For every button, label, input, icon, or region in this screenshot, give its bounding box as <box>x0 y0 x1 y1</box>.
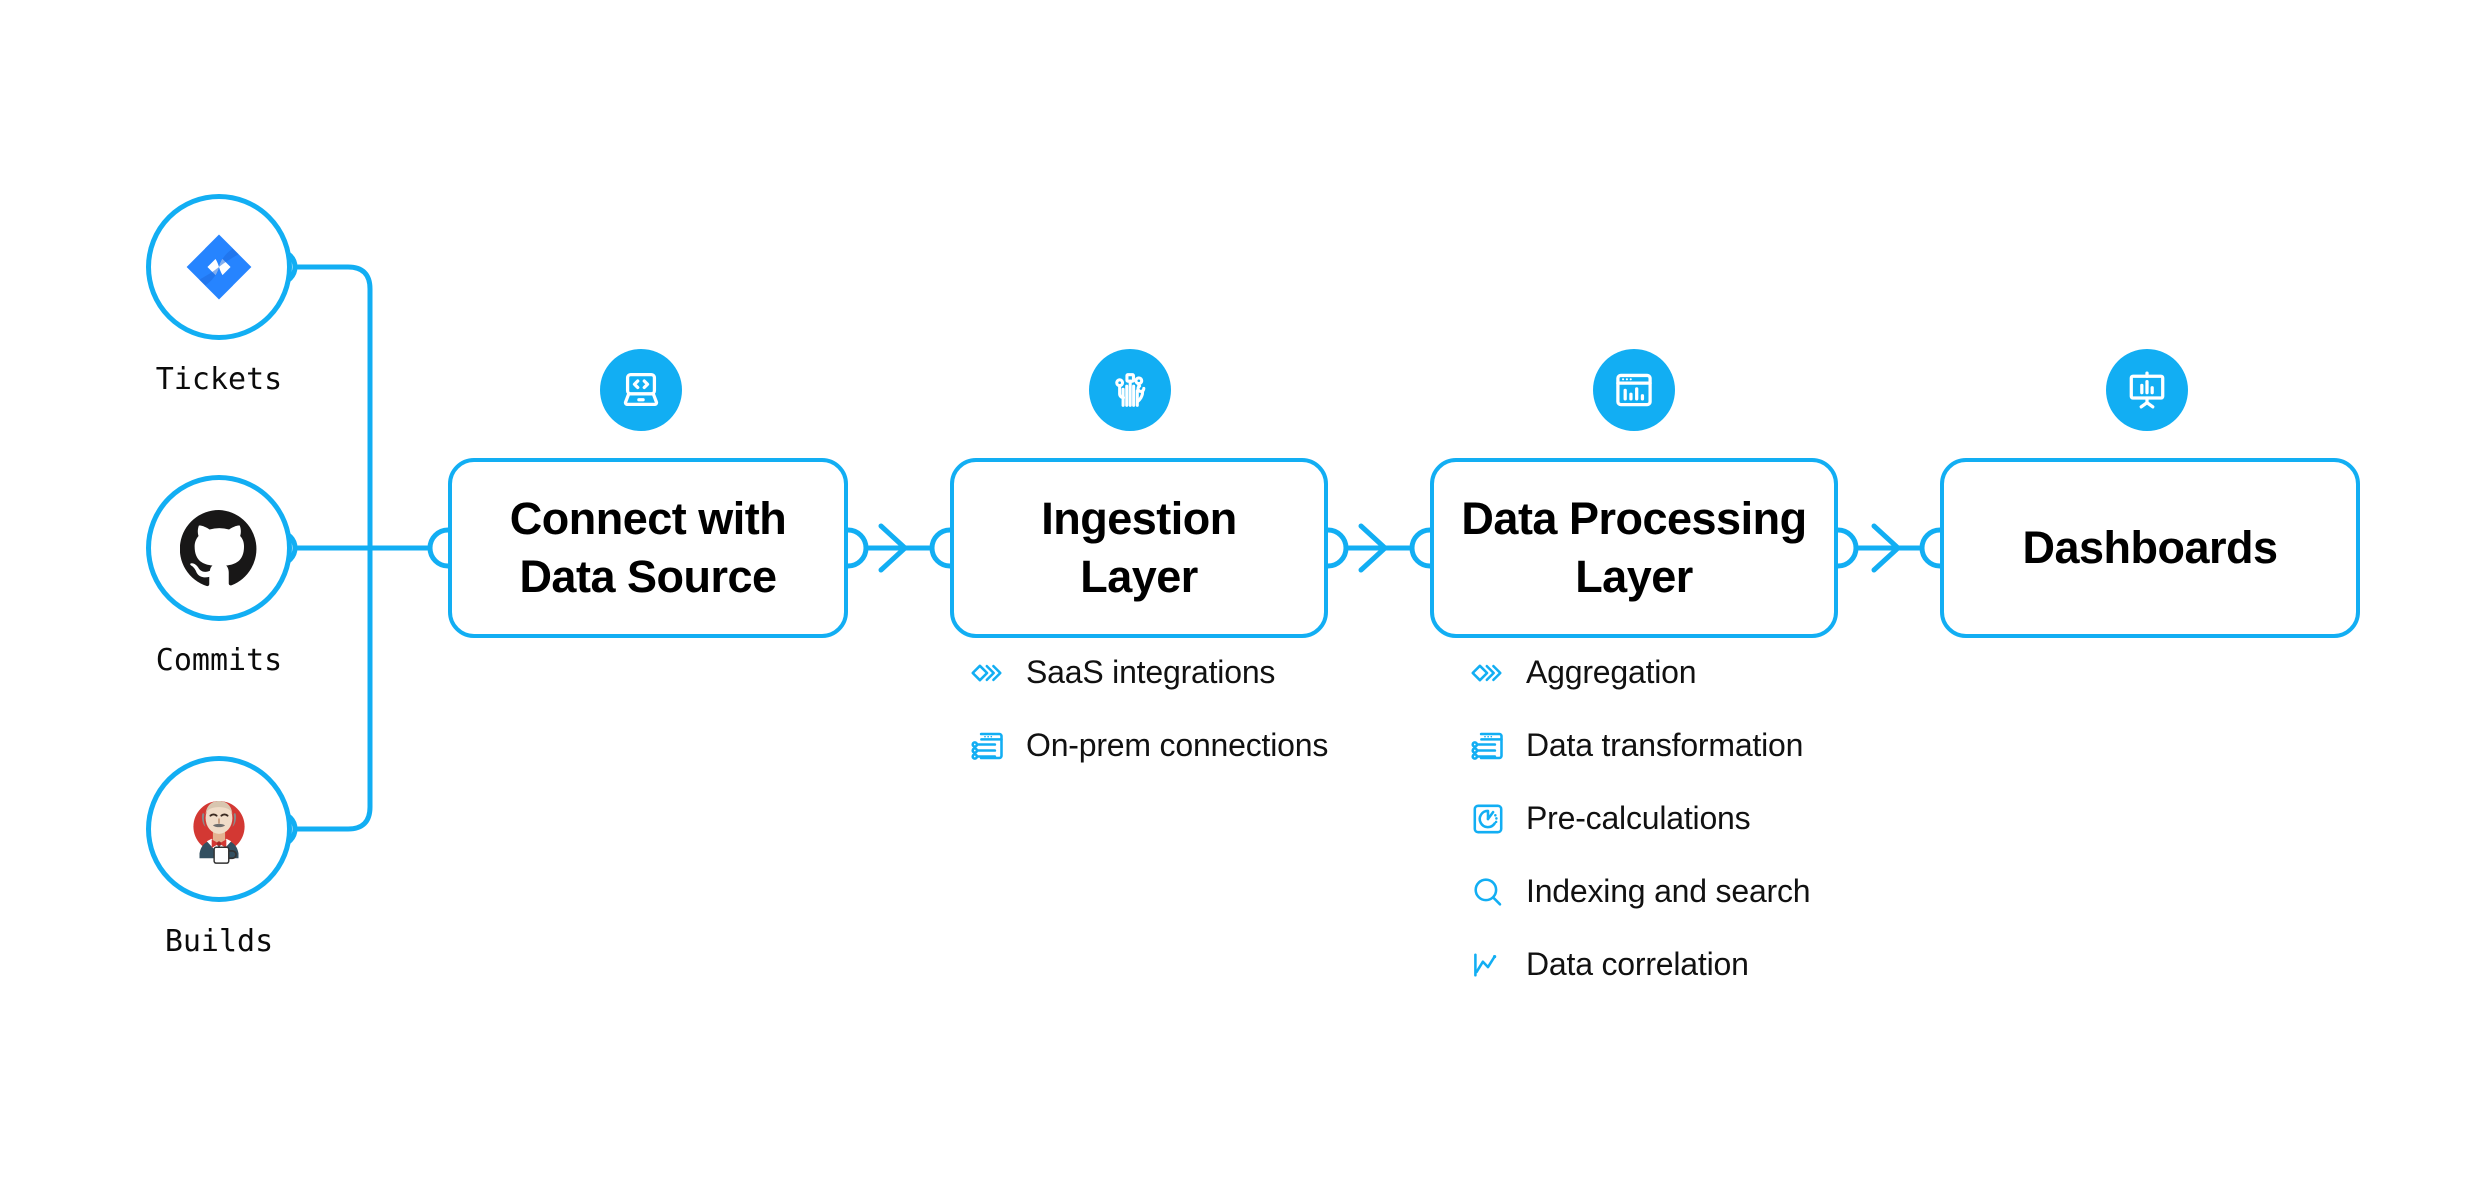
window-barchart-icon <box>1593 349 1675 431</box>
github-icon <box>176 505 262 591</box>
source-ring <box>146 194 292 340</box>
source-node-builds[interactable]: Builds <box>146 756 292 959</box>
arrowhead-stage3-stage4 <box>1871 523 1901 573</box>
chevrons-stack-icon <box>968 653 1008 693</box>
jira-icon <box>176 224 262 310</box>
bullet-label: Aggregation <box>1526 654 1697 690</box>
bullet-item[interactable]: Aggregation <box>1468 636 1810 709</box>
source-label-tickets: Tickets <box>155 362 283 397</box>
stage-title: Dashboards <box>2022 522 2278 574</box>
bullet-item[interactable]: Indexing and search <box>1468 855 1811 928</box>
source-label-commits: Commits <box>155 643 283 678</box>
jenkins-icon <box>176 786 262 872</box>
bullet-item[interactable]: On-prem connections <box>968 709 1328 782</box>
line-chart-icon <box>1468 945 1508 985</box>
bullet-list-data-processing-layer: Aggregation Data transformation <box>1468 636 1811 1001</box>
source-node-commits[interactable]: Commits <box>146 475 292 678</box>
bullet-label: SaaS integrations <box>1026 654 1276 690</box>
bullet-label: Data correlation <box>1526 946 1749 982</box>
chevrons-stack-icon <box>1468 653 1508 693</box>
gauge-square-icon <box>1468 799 1508 839</box>
circuit-nodes-icon <box>1089 349 1171 431</box>
magnifier-icon <box>1468 872 1508 912</box>
bullet-label: On-prem connections <box>1026 727 1329 763</box>
presentation-chart-icon <box>2106 349 2188 431</box>
bullet-item[interactable]: SaaS integrations <box>968 636 1328 709</box>
wire-tickets <box>287 264 373 551</box>
bullet-item[interactable]: Pre-calculations <box>1468 782 1810 855</box>
source-ring <box>146 475 292 621</box>
source-label-builds: Builds <box>164 924 274 959</box>
arrowhead-stage2-stage3 <box>1358 523 1388 573</box>
wire-builds <box>287 545 373 832</box>
window-sliders-icon <box>1468 726 1508 766</box>
bullet-item[interactable]: Data transformation <box>1468 709 1810 782</box>
window-sliders-icon <box>968 726 1008 766</box>
bullet-list-ingestion-layer: SaaS integrations On-prem connections <box>968 636 1328 782</box>
source-node-tickets[interactable]: Tickets <box>146 194 292 397</box>
bullet-item[interactable]: Data correlation <box>1468 928 1810 1001</box>
bullet-label: Indexing and search <box>1526 873 1811 909</box>
bullet-label: Data transformation <box>1526 727 1804 763</box>
laptop-code-icon <box>600 349 682 431</box>
arrowhead-stage1-stage2 <box>878 523 908 573</box>
stage-box-dashboards[interactable]: Dashboards <box>1940 458 2360 638</box>
bullet-label: Pre-calculations <box>1526 800 1751 836</box>
